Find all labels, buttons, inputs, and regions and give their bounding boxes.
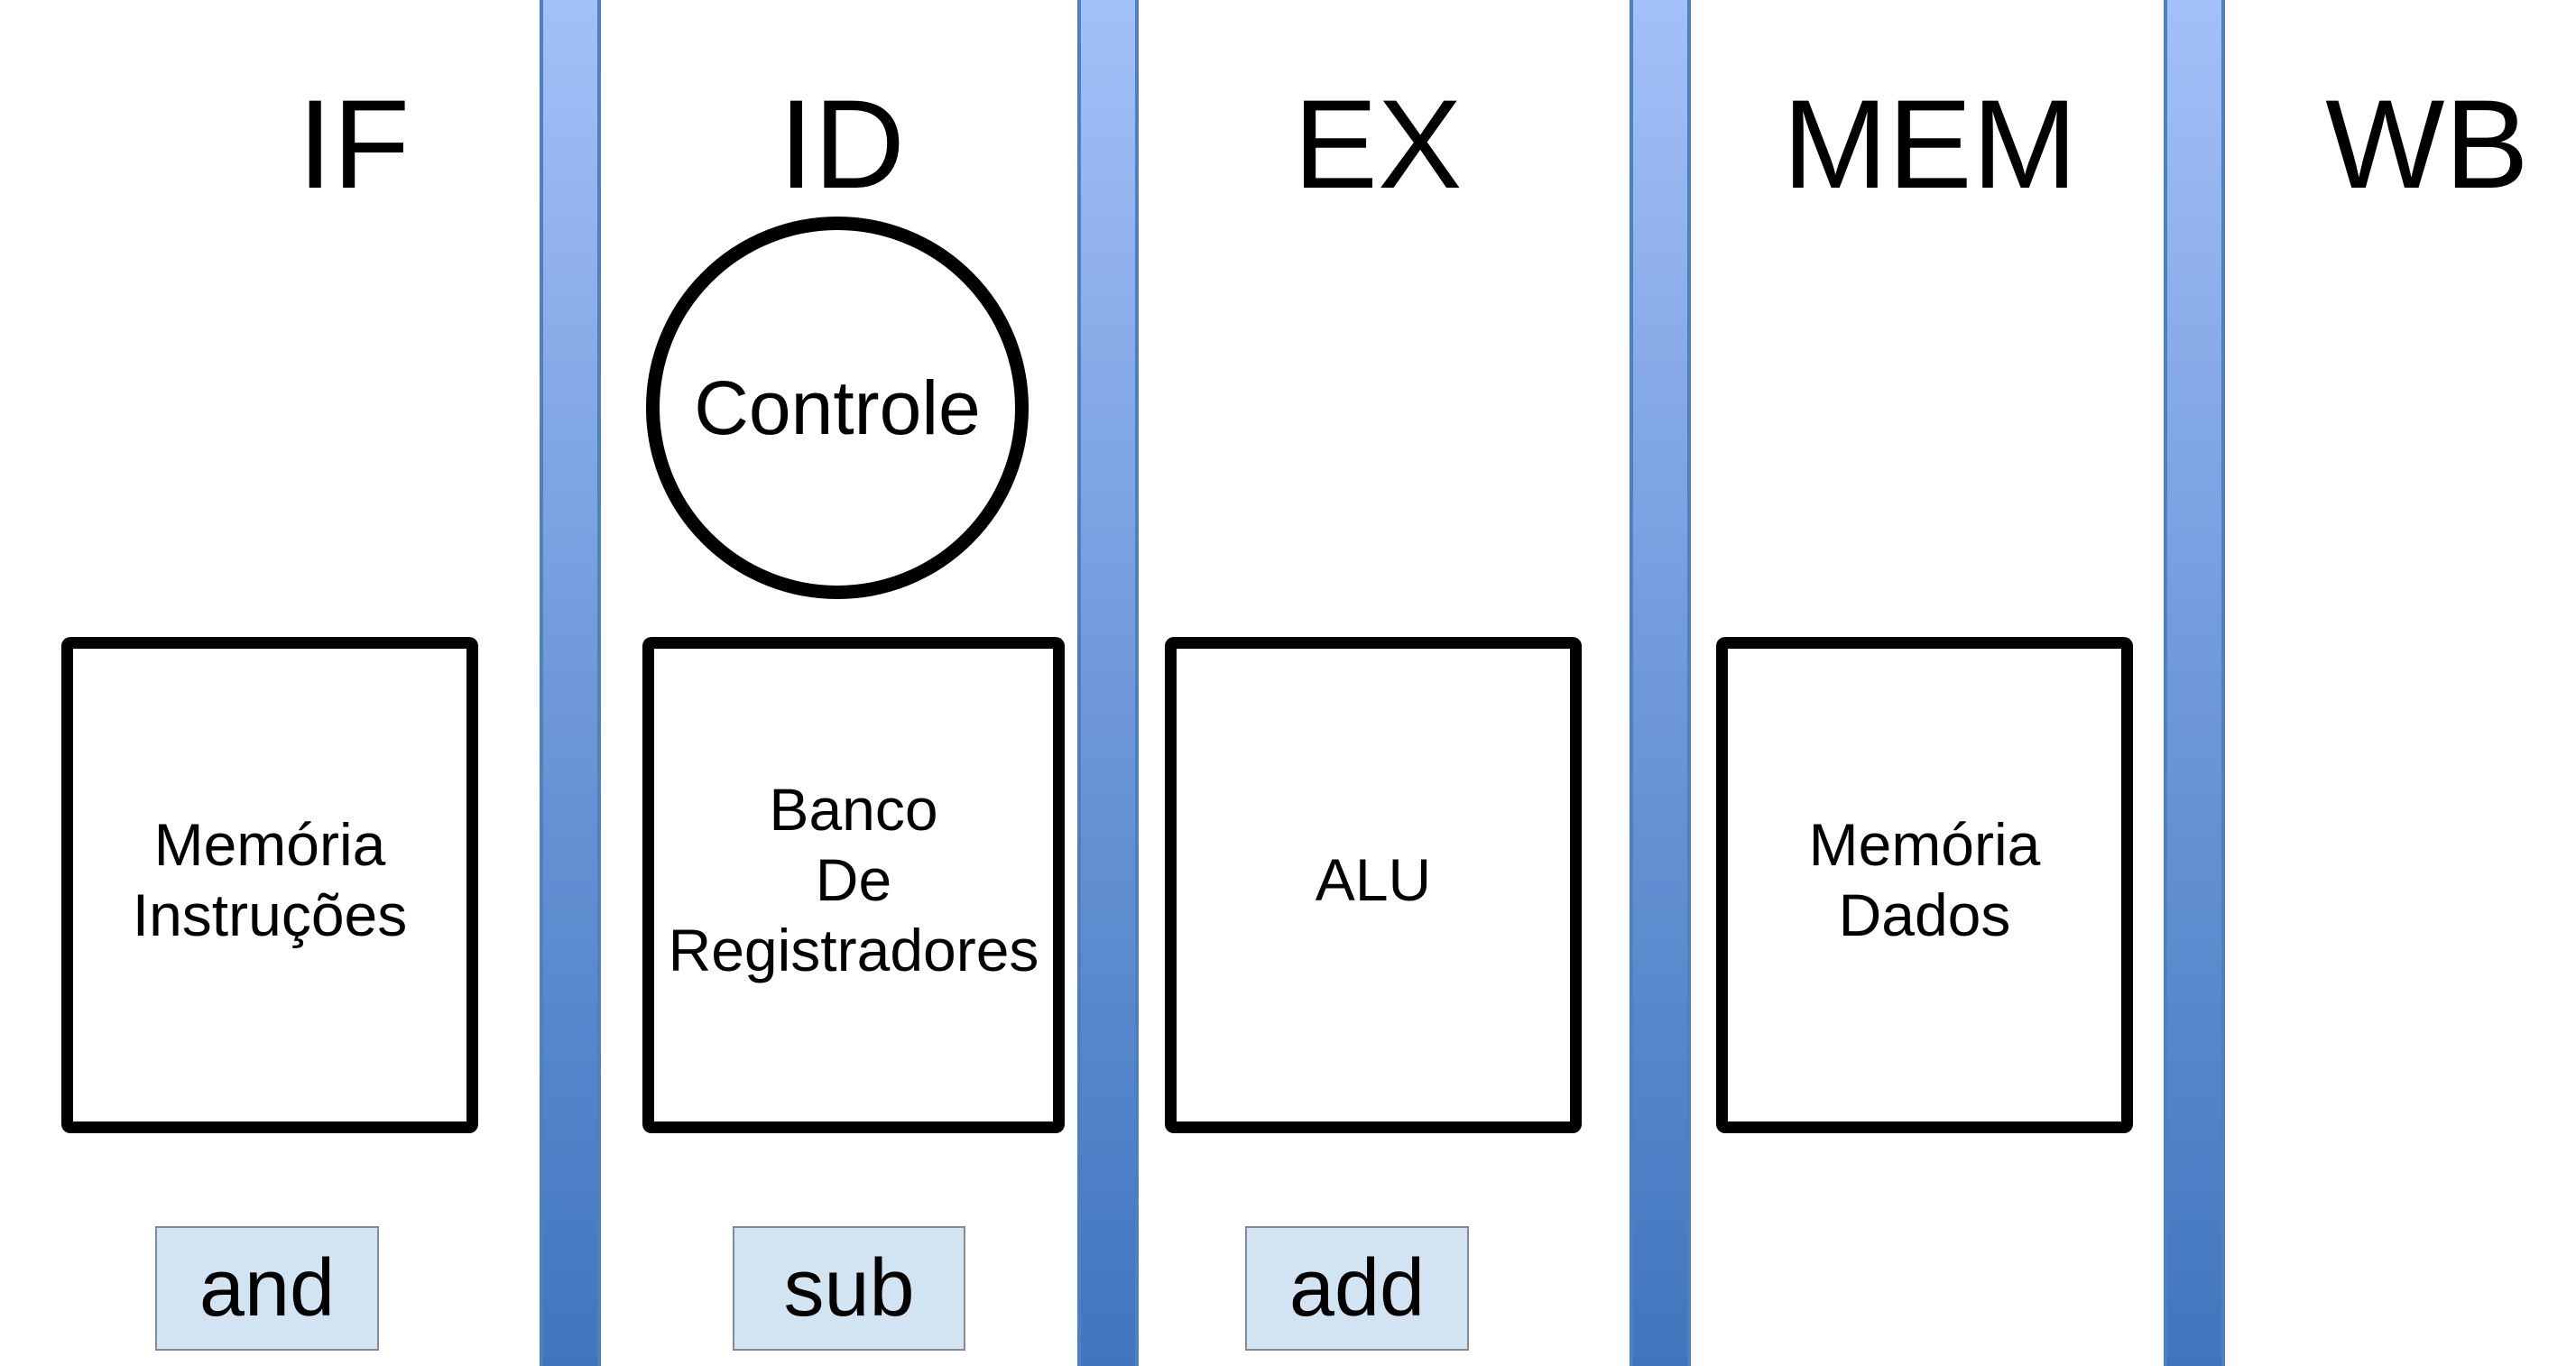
instruction-chip-and-label: and	[199, 1242, 336, 1334]
unit-label-line: De	[815, 846, 892, 913]
stage-header-ex: EX	[1293, 73, 1463, 215]
instruction-chip-and: and	[155, 1226, 379, 1351]
stage-header-mem: MEM	[1782, 73, 2078, 215]
stage-header-wb: WB	[2325, 73, 2529, 215]
instruction-chip-add-label: add	[1288, 1242, 1426, 1334]
stage-divider-ex-mem	[1630, 0, 1691, 1366]
instruction-chip-sub: sub	[733, 1226, 965, 1351]
unit-alu-label: ALU	[1316, 845, 1431, 915]
stage-divider-mem-wb	[2164, 0, 2225, 1366]
stage-divider-if-id	[540, 0, 601, 1366]
unit-label-line: ALU	[1315, 846, 1432, 913]
unit-label-line: Registradores	[668, 917, 1039, 983]
unit-label-line: Dados	[1838, 881, 2011, 948]
stage-header-id: ID	[779, 73, 905, 215]
unit-register-file-label: Banco De Registradores	[669, 774, 1039, 985]
unit-instruction-memory: Memória Instruções	[61, 637, 478, 1133]
stage-header-if: IF	[297, 73, 411, 215]
unit-data-memory: Memória Dados	[1716, 637, 2133, 1133]
control-unit-label: Controle	[694, 365, 981, 450]
instruction-chip-sub-label: sub	[783, 1242, 915, 1334]
stage-divider-id-ex	[1077, 0, 1139, 1366]
unit-label-line: Memória	[153, 811, 386, 878]
unit-alu: ALU	[1165, 637, 1582, 1133]
unit-instruction-memory-label: Memória Instruções	[133, 809, 407, 950]
control-unit-circle: Controle	[646, 217, 1029, 599]
unit-label-line: Memória	[1808, 811, 2041, 878]
instruction-chip-add: add	[1245, 1226, 1469, 1351]
unit-label-line: Instruções	[132, 881, 408, 948]
unit-register-file: Banco De Registradores	[642, 637, 1065, 1133]
unit-label-line: Banco	[769, 776, 938, 843]
unit-data-memory-label: Memória Dados	[1809, 809, 2041, 950]
